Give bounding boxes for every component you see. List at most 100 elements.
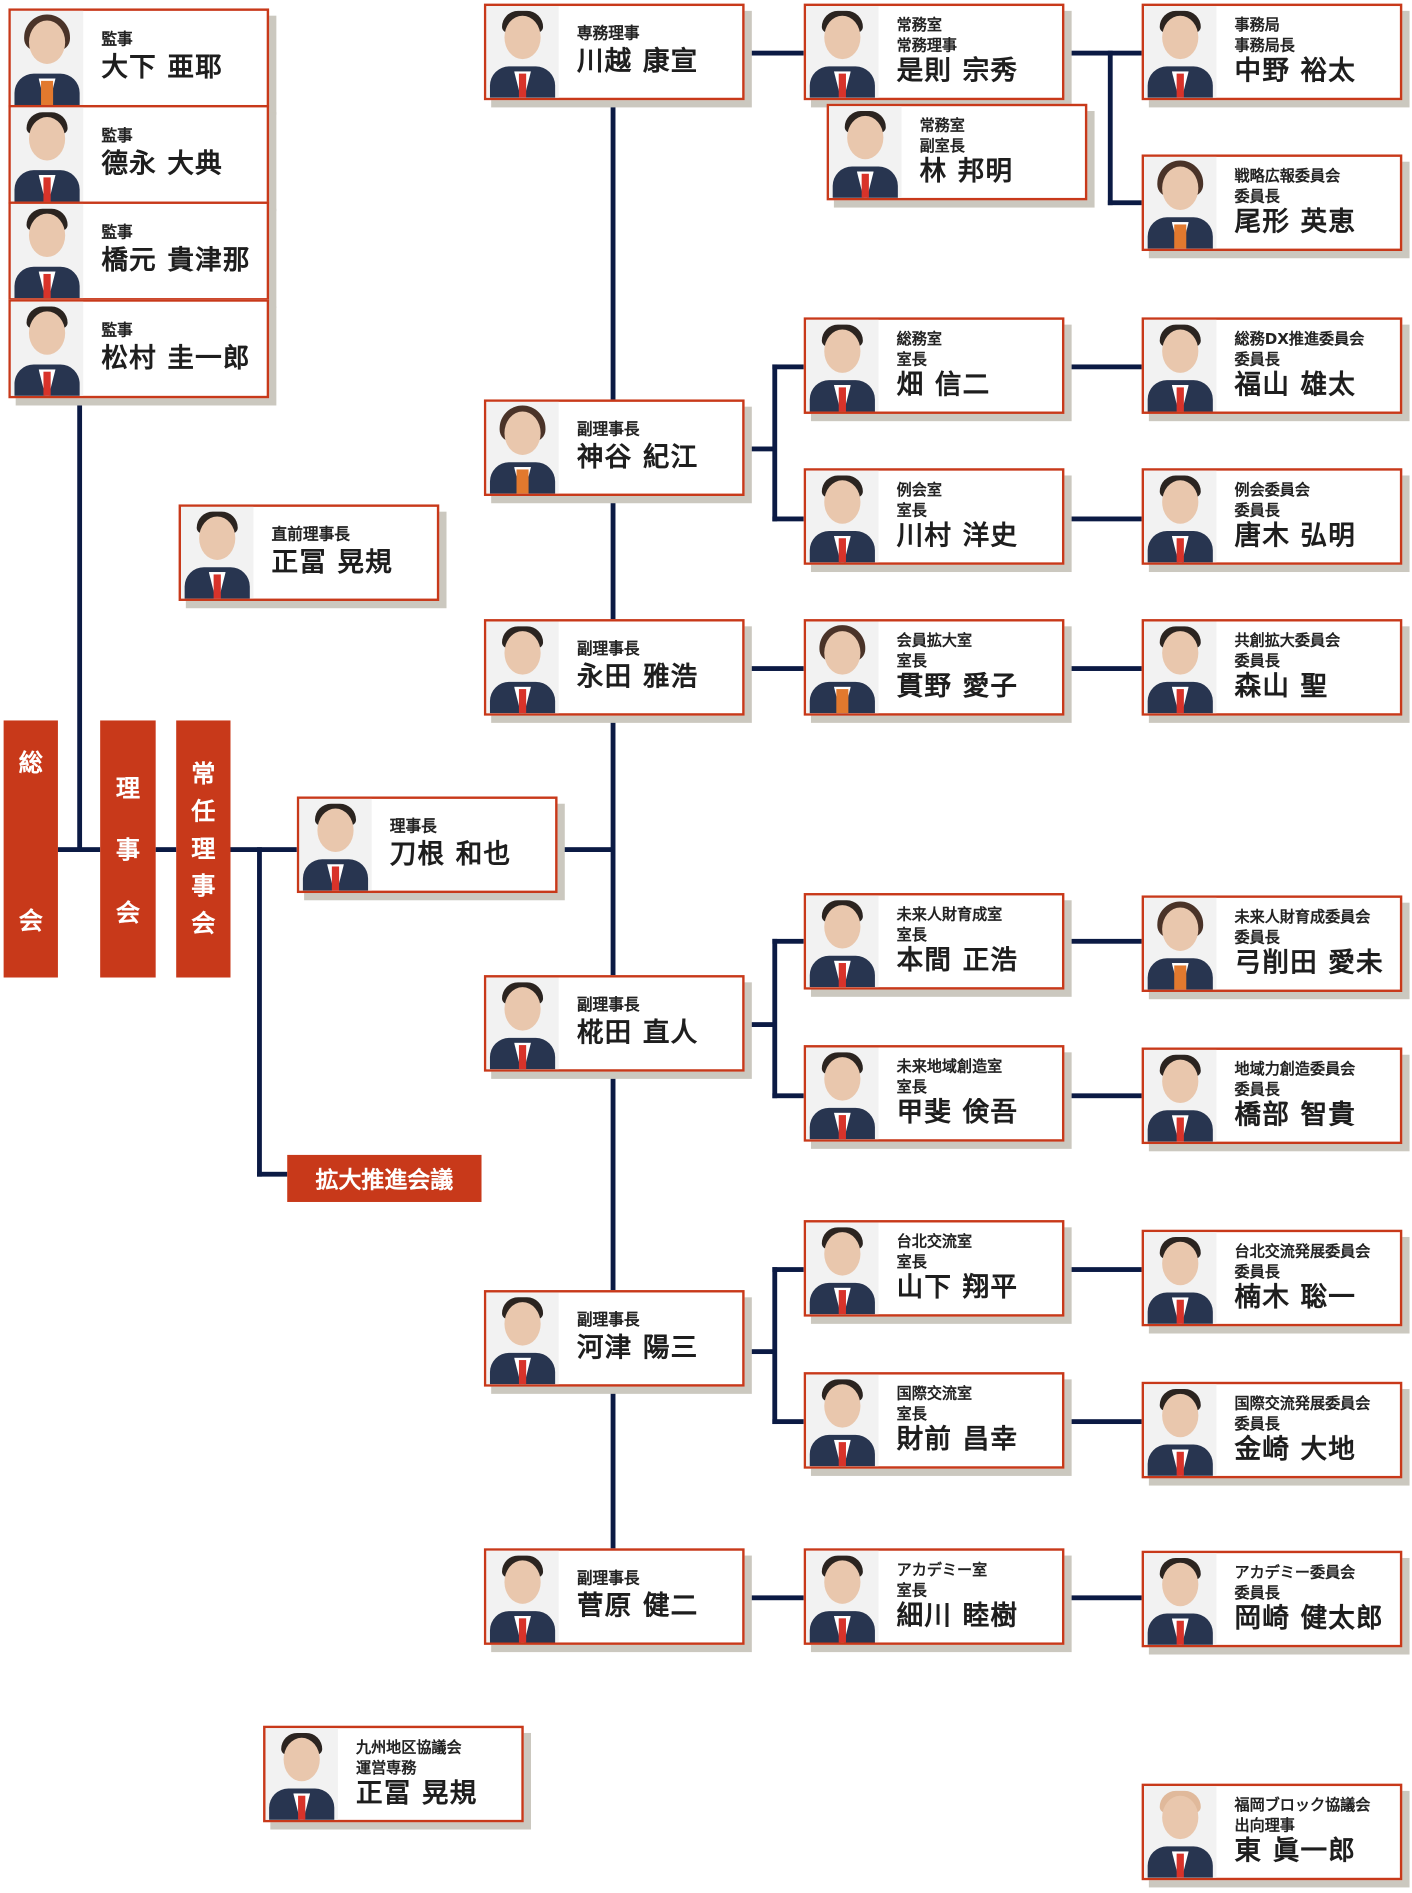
connector bbox=[772, 1093, 804, 1099]
person-photo-icon bbox=[806, 470, 879, 563]
fukuoka-block-card[interactable]: 福岡ブロック協議会出向理事東 眞一郎 bbox=[1141, 1783, 1403, 1881]
managing-director-card[interactable]: 常務室常務理事是則 宗秀 bbox=[803, 3, 1065, 101]
office-card[interactable]: 総務室室長畑 信二 bbox=[803, 317, 1065, 414]
person-photo-icon bbox=[1144, 156, 1217, 249]
auditor-card[interactable]: 監事松村 圭一郎 bbox=[8, 299, 270, 399]
connector bbox=[772, 938, 778, 1099]
standing-board-bar[interactable]: 常 任 理 事 会 bbox=[176, 720, 231, 978]
person-photo-icon bbox=[486, 6, 559, 98]
person-name: 橋部 智貴 bbox=[1234, 1100, 1357, 1131]
person-name: 甲斐 倹吾 bbox=[896, 1098, 1019, 1129]
role-label: 副理事長 bbox=[576, 1570, 640, 1589]
role-label: 監事 bbox=[101, 322, 133, 341]
auditor-card[interactable]: 監事大下 亜耶 bbox=[8, 8, 270, 108]
person-name: 刀根 和也 bbox=[389, 839, 512, 871]
secretariat-card[interactable]: 事務局事務局長中野 裕太 bbox=[1141, 3, 1403, 101]
board-of-directors-bar[interactable]: 理 事 会 bbox=[100, 720, 156, 978]
deputy-office-head-card[interactable]: 常務室副室長林 邦明 bbox=[826, 103, 1088, 201]
committee-label: 台北交流発展委員会 bbox=[1234, 1241, 1371, 1260]
office-label: アカデミー室 bbox=[896, 1560, 988, 1579]
person-name: 椛田 直人 bbox=[576, 1018, 699, 1049]
role-label: 室長 bbox=[896, 1077, 927, 1096]
role-label: 副理事長 bbox=[576, 1311, 640, 1330]
committee-card[interactable]: 未来人財育成委員会委員長弓削田 愛未 bbox=[1141, 895, 1403, 992]
strategy-pr-card[interactable]: 戦略広報委員会委員長尾形 英恵 bbox=[1141, 154, 1403, 252]
role-label: 委員長 bbox=[1234, 1414, 1280, 1433]
person-name: 永田 雅浩 bbox=[576, 662, 699, 693]
committee-card[interactable]: 台北交流発展委員会委員長楠木 聡一 bbox=[1141, 1229, 1403, 1327]
expansion-council-bar[interactable]: 拡大推進会議 bbox=[287, 1154, 482, 1202]
committee-card[interactable]: 地域力創造委員会委員長橋部 智貴 bbox=[1141, 1047, 1403, 1145]
role-label: 委員長 bbox=[1234, 1583, 1280, 1602]
person-photo-icon bbox=[1144, 470, 1217, 563]
office-label: 例会室 bbox=[896, 480, 942, 499]
person-name: 岡崎 健太郎 bbox=[1234, 1603, 1384, 1635]
office-card[interactable]: 例会室室長川村 洋史 bbox=[803, 468, 1065, 565]
office-card[interactable]: 国際交流室室長財前 昌幸 bbox=[803, 1372, 1065, 1469]
office-label: 未来人財育成室 bbox=[896, 905, 1003, 924]
committee-label: 総務DX推進委員会 bbox=[1234, 329, 1365, 348]
past-president-card[interactable]: 直前理事長正冨 晃規 bbox=[178, 504, 440, 601]
person-photo-icon bbox=[1144, 1553, 1217, 1645]
person-photo-icon bbox=[1144, 1232, 1217, 1324]
person-photo-icon bbox=[806, 319, 879, 412]
committee-label: アカデミー委員会 bbox=[1234, 1562, 1356, 1581]
office-card[interactable]: 未来人財育成室室長本間 正浩 bbox=[803, 893, 1065, 990]
person-name: 本間 正浩 bbox=[896, 946, 1019, 977]
person-name: 山下 翔平 bbox=[896, 1273, 1019, 1304]
connector bbox=[1107, 50, 1113, 206]
person-name: 橋元 貴津那 bbox=[101, 246, 251, 277]
person-photo-icon bbox=[1144, 6, 1217, 98]
role-label: 監事 bbox=[101, 31, 133, 50]
person-photo-icon bbox=[10, 203, 84, 299]
bar-char: 会 bbox=[115, 898, 140, 927]
role-label: 理事長 bbox=[389, 818, 437, 837]
person-name: 正冨 晃規 bbox=[356, 1778, 478, 1809]
committee-card[interactable]: 共創拡大委員会委員長森山 聖 bbox=[1141, 619, 1403, 716]
role-label: 室長 bbox=[896, 1580, 927, 1600]
vice-president-card[interactable]: 副理事長菅原 健二 bbox=[483, 1548, 745, 1645]
auditor-card[interactable]: 監事德永 大典 bbox=[8, 104, 270, 204]
person-photo-icon bbox=[806, 1374, 879, 1467]
committee-card[interactable]: 総務DX推進委員会委員長福山 雄太 bbox=[1141, 317, 1403, 414]
person-photo-icon bbox=[265, 1728, 338, 1820]
person-photo-icon bbox=[181, 506, 254, 599]
role-label: 運営専務 bbox=[356, 1758, 417, 1777]
person-photo-icon bbox=[486, 621, 559, 714]
connector bbox=[744, 1022, 775, 1027]
office-card[interactable]: 未来地域創造室室長甲斐 倹吾 bbox=[803, 1045, 1065, 1142]
office-card[interactable]: 会員拡大室室長貫野 愛子 bbox=[803, 619, 1065, 716]
role-label: 委員長 bbox=[1234, 651, 1280, 670]
office-card[interactable]: アカデミー室室長細川 睦樹 bbox=[803, 1548, 1065, 1645]
office-label: 総務室 bbox=[896, 329, 942, 348]
bar-char: 理 bbox=[115, 773, 140, 803]
vice-president-card[interactable]: 副理事長河津 陽三 bbox=[483, 1290, 745, 1387]
person-name: 東 眞一郎 bbox=[1234, 1836, 1357, 1867]
person-name: 河津 陽三 bbox=[576, 1333, 699, 1364]
person-name: 正冨 晃規 bbox=[271, 547, 394, 579]
person-name: 唐木 弘明 bbox=[1234, 521, 1357, 552]
vice-president-card[interactable]: 副理事長神谷 紀江 bbox=[483, 399, 745, 496]
general-assembly-bar[interactable]: 総 会 bbox=[3, 720, 58, 978]
role-label: 委員長 bbox=[1234, 500, 1280, 519]
kyushu-council-card[interactable]: 九州地区協議会運営専務正冨 晃規 bbox=[263, 1725, 524, 1823]
connector bbox=[772, 1267, 804, 1272]
committee-card[interactable]: 国際交流発展委員会委員長金崎 大地 bbox=[1141, 1381, 1403, 1479]
committee-label: 例会委員会 bbox=[1234, 480, 1311, 499]
executive-director-card[interactable]: 専務理事川越 康宣 bbox=[483, 3, 745, 101]
role-label: 室長 bbox=[896, 925, 927, 944]
president-card[interactable]: 理事長刀根 和也 bbox=[296, 796, 558, 894]
person-photo-icon bbox=[806, 1047, 879, 1140]
committee-card[interactable]: アカデミー委員会委員長岡崎 健太郎 bbox=[1141, 1550, 1403, 1648]
auditor-card[interactable]: 監事橋元 貴津那 bbox=[8, 201, 270, 301]
office-card[interactable]: 台北交流室室長山下 翔平 bbox=[803, 1220, 1065, 1317]
committee-card[interactable]: 例会委員会委員長唐木 弘明 bbox=[1141, 468, 1403, 565]
bar-char: 事 bbox=[191, 870, 216, 900]
vice-president-card[interactable]: 副理事長椛田 直人 bbox=[483, 975, 745, 1072]
vice-president-card[interactable]: 副理事長永田 雅浩 bbox=[483, 619, 745, 716]
office-label: 常務室 bbox=[919, 115, 965, 134]
person-photo-icon bbox=[1144, 1786, 1217, 1878]
person-photo-icon bbox=[1144, 319, 1217, 412]
person-photo-icon bbox=[1144, 1049, 1217, 1142]
